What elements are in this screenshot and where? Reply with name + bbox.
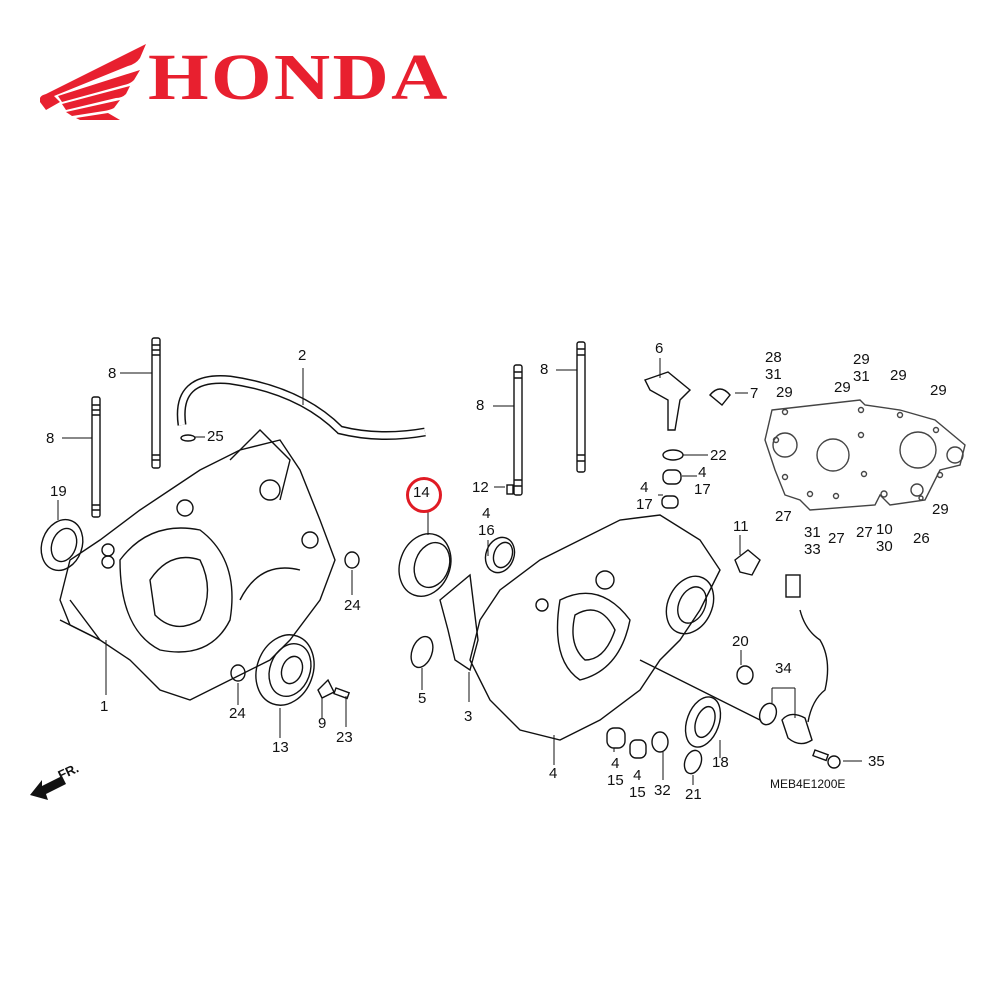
callout-27b[interactable]: 27 — [828, 530, 845, 547]
callout-26[interactable]: 26 — [913, 530, 930, 547]
callout-29b[interactable]: 29 — [834, 379, 851, 396]
callout-4-17-lower[interactable]: 4 17 — [636, 479, 653, 513]
callout-9[interactable]: 9 — [318, 715, 327, 732]
callout-19[interactable]: 19 — [50, 483, 67, 500]
leader-lines — [57, 358, 862, 785]
callout-4-16[interactable]: 4 16 — [478, 505, 495, 539]
callout-14[interactable]: 14 — [413, 484, 430, 501]
callout-21[interactable]: 21 — [685, 786, 702, 803]
callout-8a[interactable]: 8 — [108, 365, 117, 382]
callout-25[interactable]: 25 — [207, 428, 224, 445]
honda-wing-icon — [40, 44, 146, 120]
callout-32[interactable]: 32 — [654, 782, 671, 799]
callout-20[interactable]: 20 — [732, 633, 749, 650]
oil-seal-19 — [40, 518, 84, 572]
callout-31-33[interactable]: 31 33 — [804, 524, 821, 558]
diagram-code: MEB4E1200E — [770, 777, 846, 791]
callout-24b[interactable]: 24 — [229, 705, 246, 722]
callout-4-15-left[interactable]: 4 15 — [607, 755, 624, 789]
right-crankcase — [469, 514, 721, 741]
brand-wordmark: HONDA — [148, 41, 450, 114]
callout-5[interactable]: 5 — [418, 690, 427, 707]
callout-12[interactable]: 12 — [472, 479, 489, 496]
callout-4-15-right[interactable]: 4 15 — [629, 767, 646, 801]
callout-13[interactable]: 13 — [272, 739, 289, 756]
highlight-circle — [406, 477, 442, 513]
callout-11[interactable]: 11 — [733, 518, 749, 535]
bearing-13 — [255, 634, 315, 706]
callout-29c[interactable]: 29 — [890, 367, 907, 384]
callout-4-17-upper[interactable]: 4 17 — [694, 464, 711, 498]
callout-35[interactable]: 35 — [868, 753, 885, 770]
callout-8c[interactable]: 8 — [476, 397, 485, 414]
left-crankcase — [59, 429, 336, 701]
callout-29d[interactable]: 29 — [930, 382, 947, 399]
callout-7[interactable]: 7 — [750, 385, 759, 402]
callout-34[interactable]: 34 — [775, 660, 792, 677]
callout-29a[interactable]: 29 — [776, 384, 793, 401]
callout-4[interactable]: 4 — [549, 765, 558, 782]
front-arrow-icon — [30, 776, 66, 800]
callout-8b[interactable]: 8 — [46, 430, 55, 447]
callout-8d[interactable]: 8 — [540, 361, 549, 378]
callout-27a[interactable]: 27 — [775, 508, 792, 525]
callout-2[interactable]: 2 — [298, 347, 307, 364]
bearing-14 — [398, 533, 452, 597]
callout-24a[interactable]: 24 — [344, 597, 361, 614]
gasket-3 — [439, 573, 479, 672]
callout-10-30[interactable]: 10 30 — [876, 521, 893, 555]
right-crankcase-cover — [764, 399, 966, 511]
callout-18[interactable]: 18 — [712, 754, 729, 771]
callout-29e[interactable]: 29 — [932, 501, 949, 518]
callout-23[interactable]: 23 — [336, 729, 353, 746]
callout-28-31[interactable]: 28 31 — [765, 349, 782, 383]
callout-3[interactable]: 3 — [464, 708, 473, 725]
callout-29-31[interactable]: 29 31 — [853, 351, 870, 385]
callout-6[interactable]: 6 — [655, 340, 664, 357]
stud-bolts-left — [91, 337, 161, 518]
callout-1[interactable]: 1 — [100, 698, 109, 715]
callout-27c[interactable]: 27 — [856, 524, 873, 541]
callout-22[interactable]: 22 — [710, 447, 727, 464]
